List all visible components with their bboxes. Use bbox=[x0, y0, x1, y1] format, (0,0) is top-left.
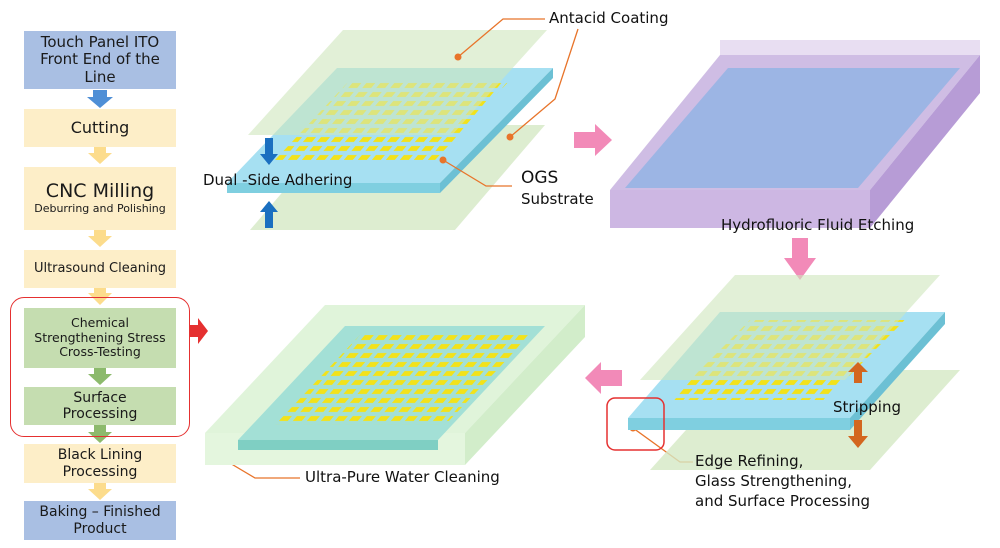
label-edge-refining: Edge Refining, Glass Strengthening, and Su… bbox=[695, 451, 870, 511]
water-cleaning-illustration bbox=[205, 305, 585, 465]
label-substrate: Substrate bbox=[521, 190, 594, 208]
step-cutting: Cutting bbox=[24, 109, 176, 147]
step-label: Chemical Strengthening Stress Cross-Test… bbox=[34, 315, 166, 360]
label-hf-etching: Hydrofluoric Fluid Etching bbox=[721, 216, 915, 234]
step-label: Black Lining Processing bbox=[57, 447, 143, 480]
step-label: Cutting bbox=[70, 117, 130, 137]
step-surface-processing: Surface Processing bbox=[24, 387, 176, 425]
stripping-illustration bbox=[606, 275, 960, 470]
label-dual-side-adhering: Dual -Side Adhering bbox=[203, 171, 353, 189]
label-stripping: Stripping bbox=[833, 398, 901, 416]
step-sublabel: Deburring and Polishing bbox=[34, 202, 166, 216]
step-label: Touch Panel ITO Front End of the Line bbox=[40, 33, 160, 86]
label-line: Glass Strengthening, bbox=[695, 472, 852, 490]
label-upw-cleaning: Ultra-Pure Water Cleaning bbox=[305, 468, 500, 486]
flow-arrows bbox=[87, 90, 113, 500]
step-label: Baking – Finished Product bbox=[39, 504, 161, 537]
label-ogs: OGS bbox=[521, 168, 559, 188]
step-label: CNC Milling bbox=[45, 180, 155, 203]
step-ultrasound-cleaning: Ultrasound Cleaning bbox=[24, 250, 176, 288]
pink-arrow-left-icon bbox=[585, 362, 622, 394]
pink-arrow-right-icon bbox=[574, 124, 612, 156]
pink-arrow-down-icon bbox=[784, 238, 816, 280]
red-arrow-icon bbox=[190, 318, 208, 344]
step-chemical-strengthening: Chemical Strengthening Stress Cross-Test… bbox=[24, 308, 176, 368]
highlight-frame bbox=[10, 297, 190, 437]
step-label: Ultrasound Cleaning bbox=[33, 260, 167, 276]
label-antacid-coating: Antacid Coating bbox=[549, 9, 669, 27]
ogs-stack-illustration bbox=[227, 30, 553, 230]
hf-etching-illustration bbox=[610, 40, 980, 228]
label-line: and Surface Processing bbox=[695, 492, 870, 510]
step-baking-finished: Baking – Finished Product bbox=[24, 501, 176, 540]
label-line: Edge Refining, bbox=[695, 452, 804, 470]
step-ito-front-end: Touch Panel ITO Front End of the Line bbox=[24, 31, 176, 89]
adhere-arrows bbox=[260, 138, 278, 228]
step-label: Surface Processing bbox=[62, 389, 138, 422]
step-black-lining: Black Lining Processing bbox=[24, 444, 176, 483]
